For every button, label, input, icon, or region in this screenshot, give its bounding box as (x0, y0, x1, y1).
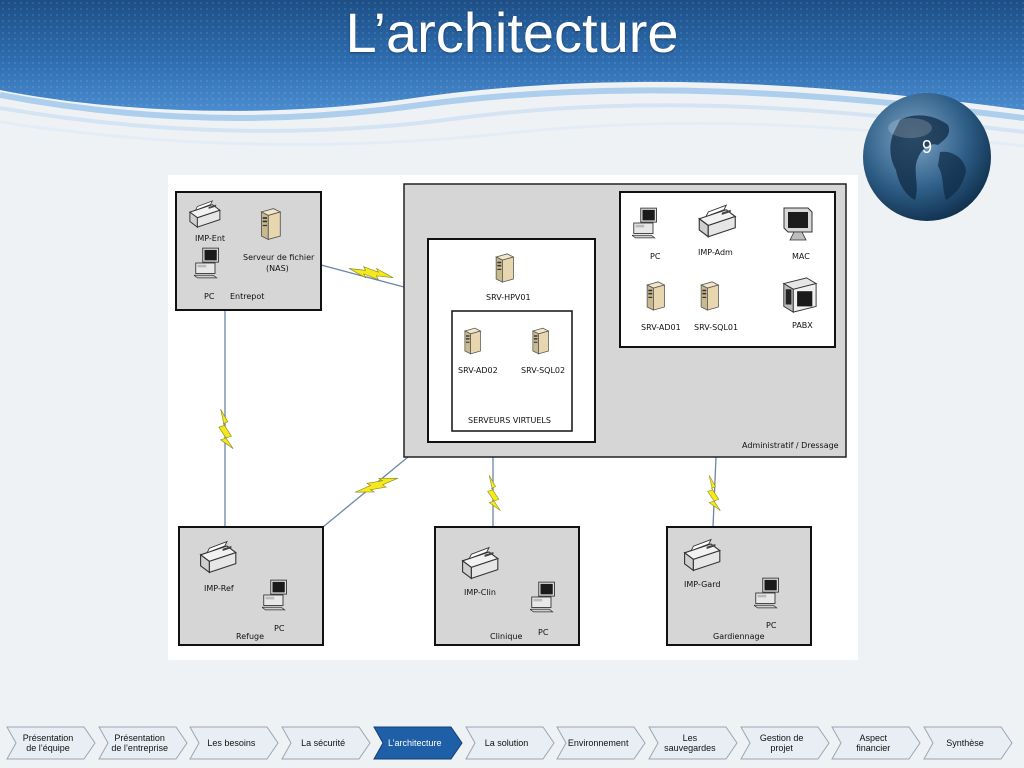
link-admin-gardiennage (712, 456, 717, 528)
site-gardiennage: IMP-Gard PC Gardiennage (666, 526, 812, 646)
site-label: Administratif / Dressage (742, 441, 839, 450)
header-background (0, 0, 1024, 148)
lightning-icon (348, 266, 394, 280)
nav-tab-label: Synthèse (946, 738, 984, 748)
server-label: Serveur de fichier (243, 253, 315, 262)
nav-tab-label: La solution (484, 738, 529, 748)
nav-tab-11[interactable]: Synthèse (923, 726, 1013, 760)
globe-icon (863, 93, 991, 221)
printer-label: IMP-Ref (204, 584, 234, 593)
nav-tab-label: La sécurité (301, 738, 346, 748)
site-refuge: IMP-Ref PC Refuge (178, 526, 324, 646)
nav-tab-label: Environnement (567, 738, 629, 748)
site-clinique: IMP-Clin PC Clinique (434, 526, 580, 646)
nav-tab-6[interactable]: La solution (464, 726, 555, 760)
pabx-label: PABX (792, 321, 813, 330)
pc-label: PC (766, 621, 777, 630)
pc-label: PC (204, 292, 215, 301)
server-icon (700, 281, 720, 311)
nav-tab-5[interactable]: L’architecture (372, 726, 463, 760)
site-label: Refuge (236, 632, 264, 641)
lightning-icon (487, 475, 501, 511)
lightning-icon (218, 408, 234, 450)
pabx-icon (783, 277, 817, 313)
nav-tab-label: Les besoins (207, 738, 256, 748)
pc-label: PC (274, 624, 285, 633)
server-sublabel: (NAS) (266, 264, 289, 273)
mac-label: MAC (792, 252, 810, 261)
server-icon (532, 327, 550, 355)
nav-tab-label: L’architecture (388, 738, 442, 748)
printer-label: IMP-Ent (195, 234, 225, 243)
pc-label: PC (538, 628, 549, 637)
site-label: Gardiennage (713, 632, 765, 641)
server-icon (260, 207, 281, 241)
server-icon (464, 327, 482, 355)
slide-title: L’architecture (345, 1, 679, 64)
server-icon (495, 253, 514, 283)
slide-header: L’architecture (0, 0, 1024, 160)
server-label: SRV-HPV01 (486, 293, 531, 302)
server-label: SRV-SQL02 (521, 366, 565, 375)
slide-page-number: 9 (921, 137, 932, 157)
site-entrepot: IMP-Ent PC Serveur de fichier (NAS) Entr… (175, 191, 322, 311)
printer-label: IMP-Gard (684, 580, 720, 589)
server-label: SRV-AD02 (458, 366, 498, 375)
site-administratif: Administratif / Dressage SRV-HPV01 SRV-A… (403, 183, 847, 458)
printer-label: IMP-Adm (698, 248, 733, 257)
lightning-icon (353, 468, 400, 503)
server-label: SRV-SQL01 (694, 323, 738, 332)
network-diagram: IMP-Ent PC Serveur de fichier (NAS) Entr… (168, 175, 858, 660)
site-label: Clinique (490, 632, 522, 641)
virtual-servers-label: SERVEURS VIRTUELS (468, 416, 551, 425)
nav-tab-4[interactable]: La sécurité (281, 726, 371, 760)
nav-tab-7[interactable]: Environnement (556, 726, 646, 760)
printer-label: IMP-Clin (464, 588, 496, 597)
site-label: Entrepot (230, 292, 264, 301)
server-icon (646, 281, 666, 311)
lightning-icon (707, 475, 721, 511)
server-label: SRV-AD01 (641, 323, 681, 332)
nav-tab-3[interactable]: Les besoins (189, 726, 279, 760)
pc-label: PC (650, 252, 661, 261)
